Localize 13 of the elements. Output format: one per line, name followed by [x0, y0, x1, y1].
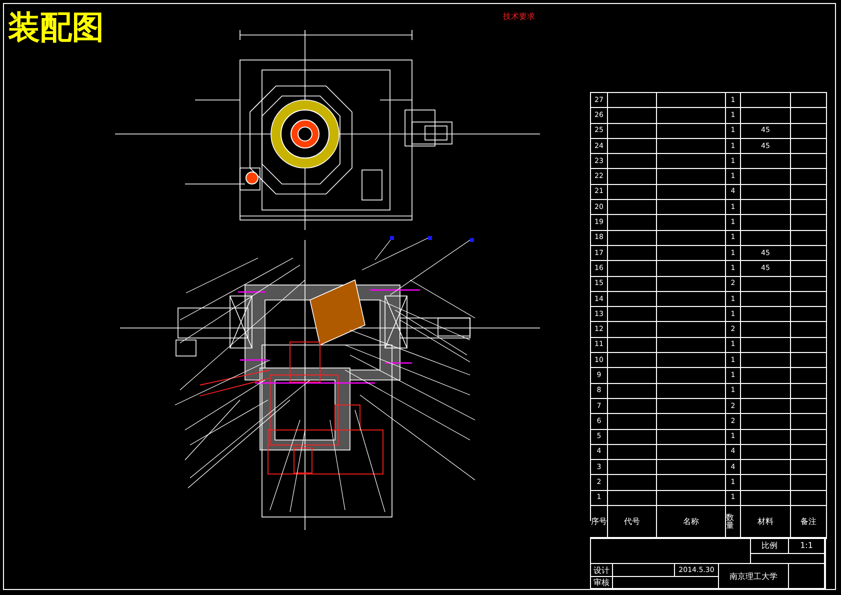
drawing-title: 装配图	[8, 7, 104, 48]
column-header: 名称	[657, 506, 726, 540]
designer-label: 设计	[591, 564, 613, 577]
column-header: 数量	[726, 506, 741, 540]
column-header: 序号	[591, 506, 608, 540]
technical-requirements-heading: 技术要求	[503, 11, 535, 22]
reviewer-label: 审核	[591, 577, 613, 589]
scale-value: 1:1	[789, 538, 825, 554]
column-header: 代号	[608, 506, 657, 540]
column-header: 备注	[791, 506, 827, 540]
column-header: 材料	[741, 506, 791, 540]
university-name: 南京理工大学	[719, 564, 789, 589]
scale-label: 比例	[751, 538, 789, 554]
